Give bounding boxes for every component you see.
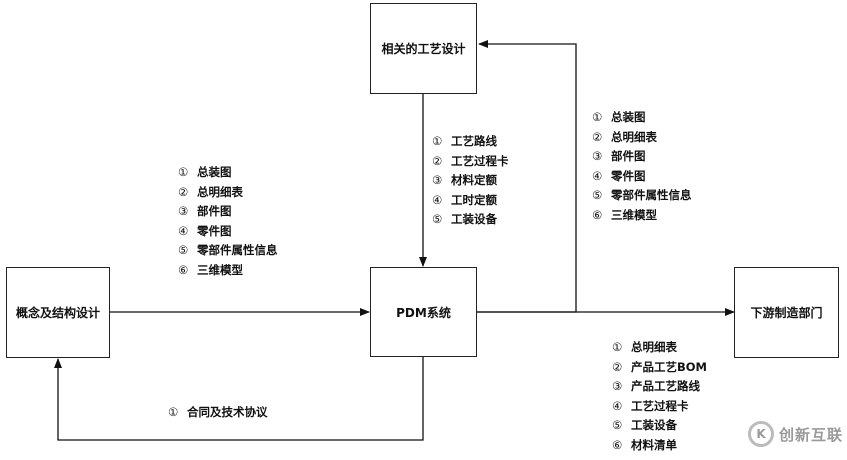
node-pdm-label: PDM系统: [396, 305, 451, 320]
watermark-text: 创新互联: [779, 425, 844, 444]
node-concept-design-label: 概念及结构设计: [15, 306, 100, 320]
node-downstream: 下游制造部门: [734, 267, 839, 358]
node-process-design-label: 相关的工艺设计: [381, 42, 466, 56]
node-concept-design: 概念及结构设计: [6, 267, 110, 358]
node-process-design: 相关的工艺设计: [370, 3, 477, 94]
node-pdm: PDM系统: [370, 267, 477, 357]
watermark: K 创新互联: [748, 421, 843, 447]
watermark-logo-icon: K: [748, 421, 774, 447]
arrow-pdm-to-concept: [54, 357, 424, 441]
node-downstream-label: 下游制造部门: [750, 306, 823, 320]
